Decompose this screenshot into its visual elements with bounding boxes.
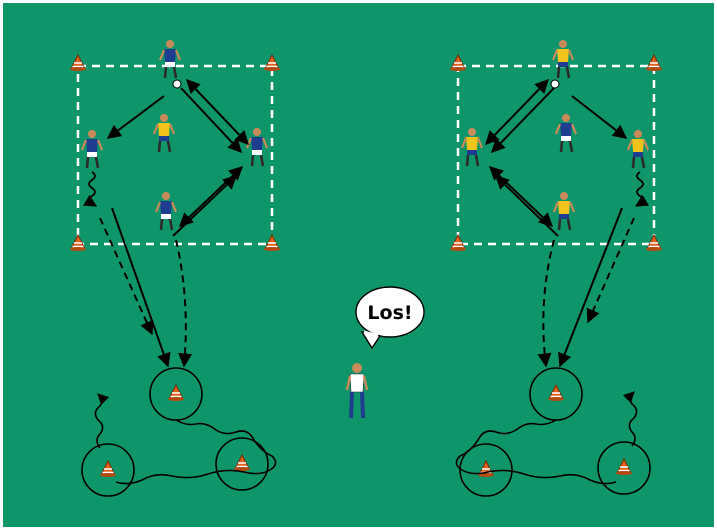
dribble-ring (459, 443, 513, 497)
run-arrow-dashed (175, 239, 193, 368)
left-grid (69, 38, 281, 368)
ball-icon (172, 79, 182, 89)
dribble-path (115, 419, 277, 485)
run-arrow (111, 207, 171, 368)
run-arrow-dashed (537, 239, 555, 368)
bottom-dribble-areas (81, 367, 651, 497)
dribble-ring (81, 443, 135, 497)
ball-icon (550, 79, 560, 89)
coach (345, 363, 369, 419)
dribble-path (634, 171, 649, 207)
right-grid-boundary (456, 64, 656, 246)
run-arrow (558, 207, 623, 368)
pass-arrows (106, 78, 249, 237)
speech-bubble: Los! (355, 286, 425, 350)
run-arrow-dashed (586, 217, 635, 324)
coach-speech-text: Los! (367, 302, 412, 324)
run-arrow-dashed (99, 217, 154, 336)
dribble-path (83, 171, 98, 207)
right-grid (449, 38, 663, 368)
dribble-ring (215, 437, 269, 491)
pass-arrows (485, 78, 628, 237)
dribble-path (455, 419, 617, 485)
left-grid-boundary (76, 64, 274, 246)
dribble-path (94, 393, 110, 449)
dribble-ring (597, 441, 651, 495)
dribble-path (622, 391, 638, 447)
